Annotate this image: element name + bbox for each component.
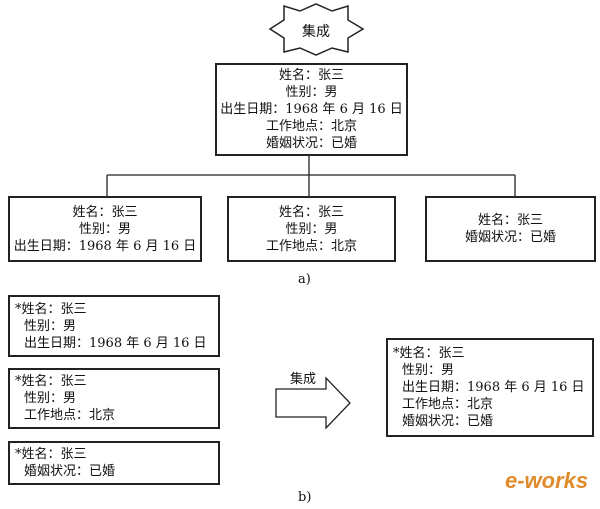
merged-record-box: 姓名：张三 性别：男 出生日期：1968 年 6 月 16 日 工作地点：北京 … — [215, 63, 408, 156]
field-line: 出生日期：1968 年 6 月 16 日 — [402, 380, 585, 395]
field-line: 工作地点：北京 — [24, 408, 116, 423]
field-line: 性别：男 — [78, 221, 131, 237]
field-line: 出生日期：1968 年 6 月 16 日 — [24, 335, 207, 351]
field-line: 姓名：张三 — [72, 204, 138, 220]
star-label: 集成 — [302, 24, 330, 40]
source-record-box: *姓名：张三 婚姻状况：已婚 — [8, 441, 220, 485]
field-line: 姓名：张三 — [399, 346, 465, 361]
field-line: 姓名：张三 — [477, 213, 543, 228]
key-marker: * — [15, 447, 22, 462]
result-record-box: *姓名：张三 性别：男 出生日期：1968 年 6 月 16 日 工作地点：北京… — [386, 338, 594, 437]
field-line: 出生日期：1968 年 6 月 16 日 — [220, 102, 403, 117]
arrow-label: 集成 — [290, 372, 317, 387]
field-line: 性别：男 — [285, 85, 338, 100]
caption-b: b) — [298, 490, 312, 505]
field-line: 婚姻状况：已婚 — [265, 136, 357, 151]
field-line: 婚姻状况：已婚 — [24, 464, 116, 479]
field-line: 工作地点：北京 — [265, 238, 357, 254]
source-record-box: *姓名：张三 性别：男 出生日期：1968 年 6 月 16 日 — [8, 295, 220, 357]
field-line: 工作地点：北京 — [402, 397, 494, 412]
field-line: 性别：男 — [285, 221, 338, 237]
source-record-box: *姓名：张三 性别：男 工作地点：北京 — [8, 368, 220, 429]
field-line: 出生日期：1968 年 6 月 16 日 — [13, 238, 197, 254]
field-line: 婚姻状况：已婚 — [402, 414, 494, 429]
star-shape — [268, 3, 365, 56]
field-line: 姓名：张三 — [21, 447, 87, 462]
integration-arrow — [275, 376, 351, 430]
field-line: 性别：男 — [402, 363, 455, 378]
field-line: 姓名：张三 — [278, 68, 344, 83]
key-marker: * — [15, 301, 22, 317]
field-line: 姓名：张三 — [21, 301, 87, 317]
child-record-box: 姓名：张三 性别：男 出生日期：1968 年 6 月 16 日 — [8, 196, 202, 262]
field-line: 性别：男 — [24, 391, 77, 406]
key-marker: * — [15, 374, 22, 389]
field-line: 姓名：张三 — [21, 374, 87, 389]
eworks-watermark-logo: e-works — [505, 468, 589, 493]
field-line: 工作地点：北京 — [265, 119, 357, 134]
child-record-box: 姓名：张三 婚姻状况：已婚 — [425, 196, 596, 262]
child-record-box: 姓名：张三 性别：男 工作地点：北京 — [227, 196, 396, 262]
field-line: 性别：男 — [24, 318, 77, 334]
key-marker: * — [393, 346, 400, 361]
field-line: 姓名：张三 — [278, 204, 344, 220]
field-line: 婚姻状况：已婚 — [464, 230, 556, 245]
caption-a: a) — [298, 272, 311, 287]
